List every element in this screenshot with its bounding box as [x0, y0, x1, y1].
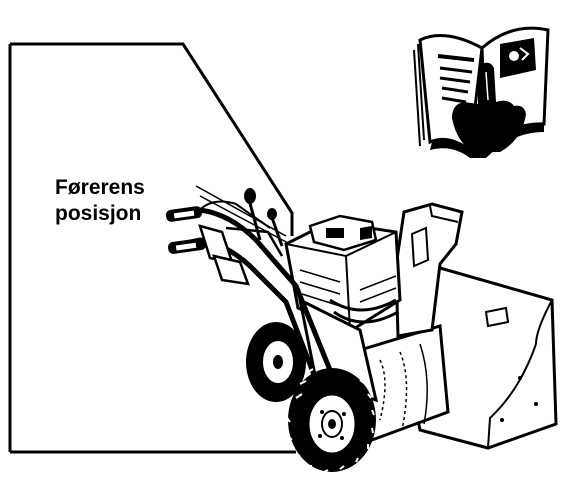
operator-position-line2: posisjon	[55, 201, 195, 227]
operator-position-label: Førerens posisjon	[55, 175, 195, 227]
operator-zone-outline	[10, 44, 296, 452]
snowblower	[165, 186, 556, 472]
operator-position-line1: Førerens	[55, 175, 195, 201]
read-manual-icon	[414, 28, 548, 158]
